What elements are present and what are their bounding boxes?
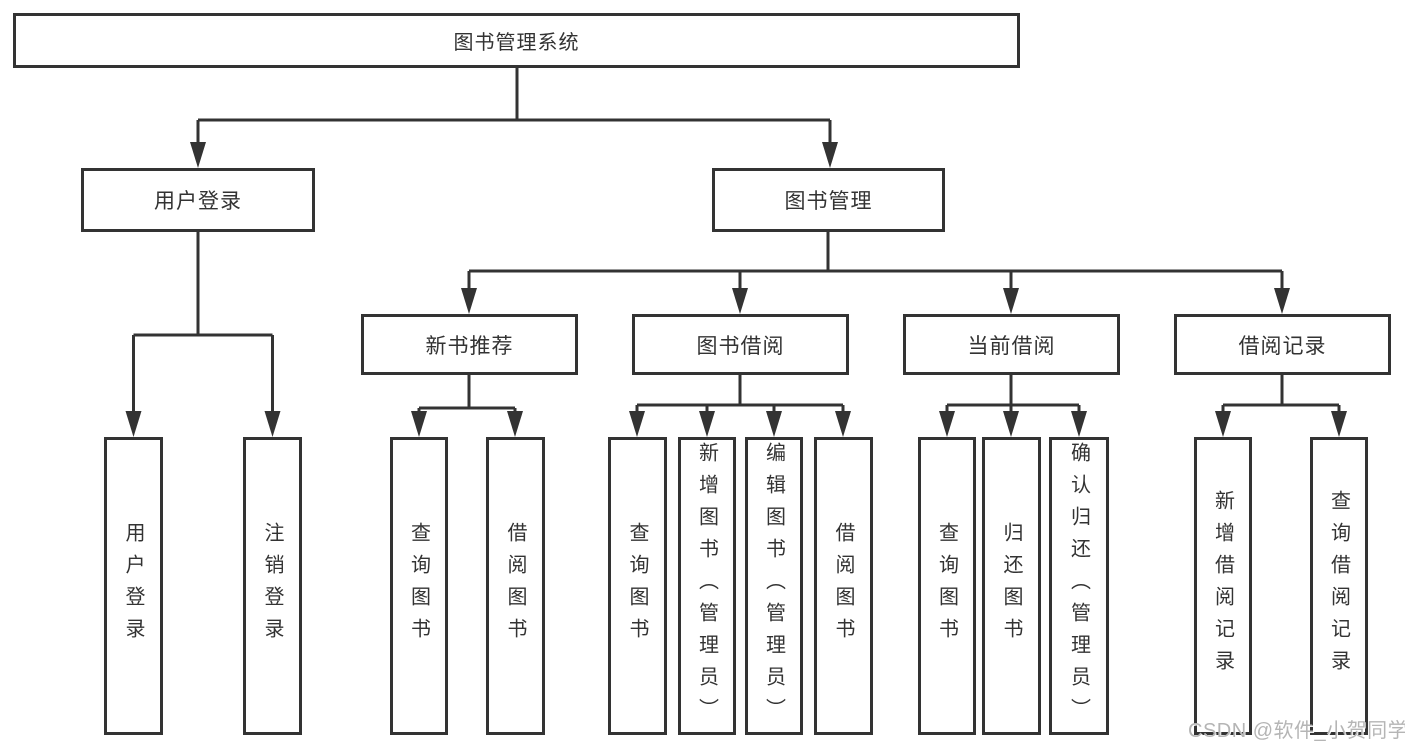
node-borrowing-records: 借阅记录 xyxy=(1174,314,1391,375)
node-book-management: 图书管理 xyxy=(712,168,945,232)
leaf-query-borrow-record: 查询借阅记录 xyxy=(1310,437,1368,735)
leaf-return-book: 归还图书 xyxy=(982,437,1041,735)
node-current-borrowing: 当前借阅 xyxy=(903,314,1120,375)
leaf-query-books-recommend: 查询图书 xyxy=(390,437,448,735)
leaf-edit-book-admin: 编辑图书（管理员） xyxy=(745,437,803,735)
node-book-borrowing: 图书借阅 xyxy=(632,314,849,375)
leaf-logout: 注销登录 xyxy=(243,437,302,735)
node-new-book-recommend: 新书推荐 xyxy=(361,314,578,375)
leaf-confirm-return-admin: 确认归还（管理员） xyxy=(1049,437,1109,735)
leaf-borrow-books-recommend: 借阅图书 xyxy=(486,437,545,735)
node-library-system: 图书管理系统 xyxy=(13,13,1020,68)
leaf-query-books-borrowing: 查询图书 xyxy=(608,437,667,735)
node-user-login: 用户登录 xyxy=(81,168,315,232)
leaf-query-books-current: 查询图书 xyxy=(918,437,976,735)
leaf-borrow-books-borrowing: 借阅图书 xyxy=(814,437,873,735)
leaf-user-login: 用户登录 xyxy=(104,437,163,735)
leaf-add-book-admin: 新增图书（管理员） xyxy=(678,437,736,735)
watermark: CSDN @软件_小贺同学 xyxy=(1188,720,1405,742)
leaf-add-borrow-record: 新增借阅记录 xyxy=(1194,437,1252,735)
